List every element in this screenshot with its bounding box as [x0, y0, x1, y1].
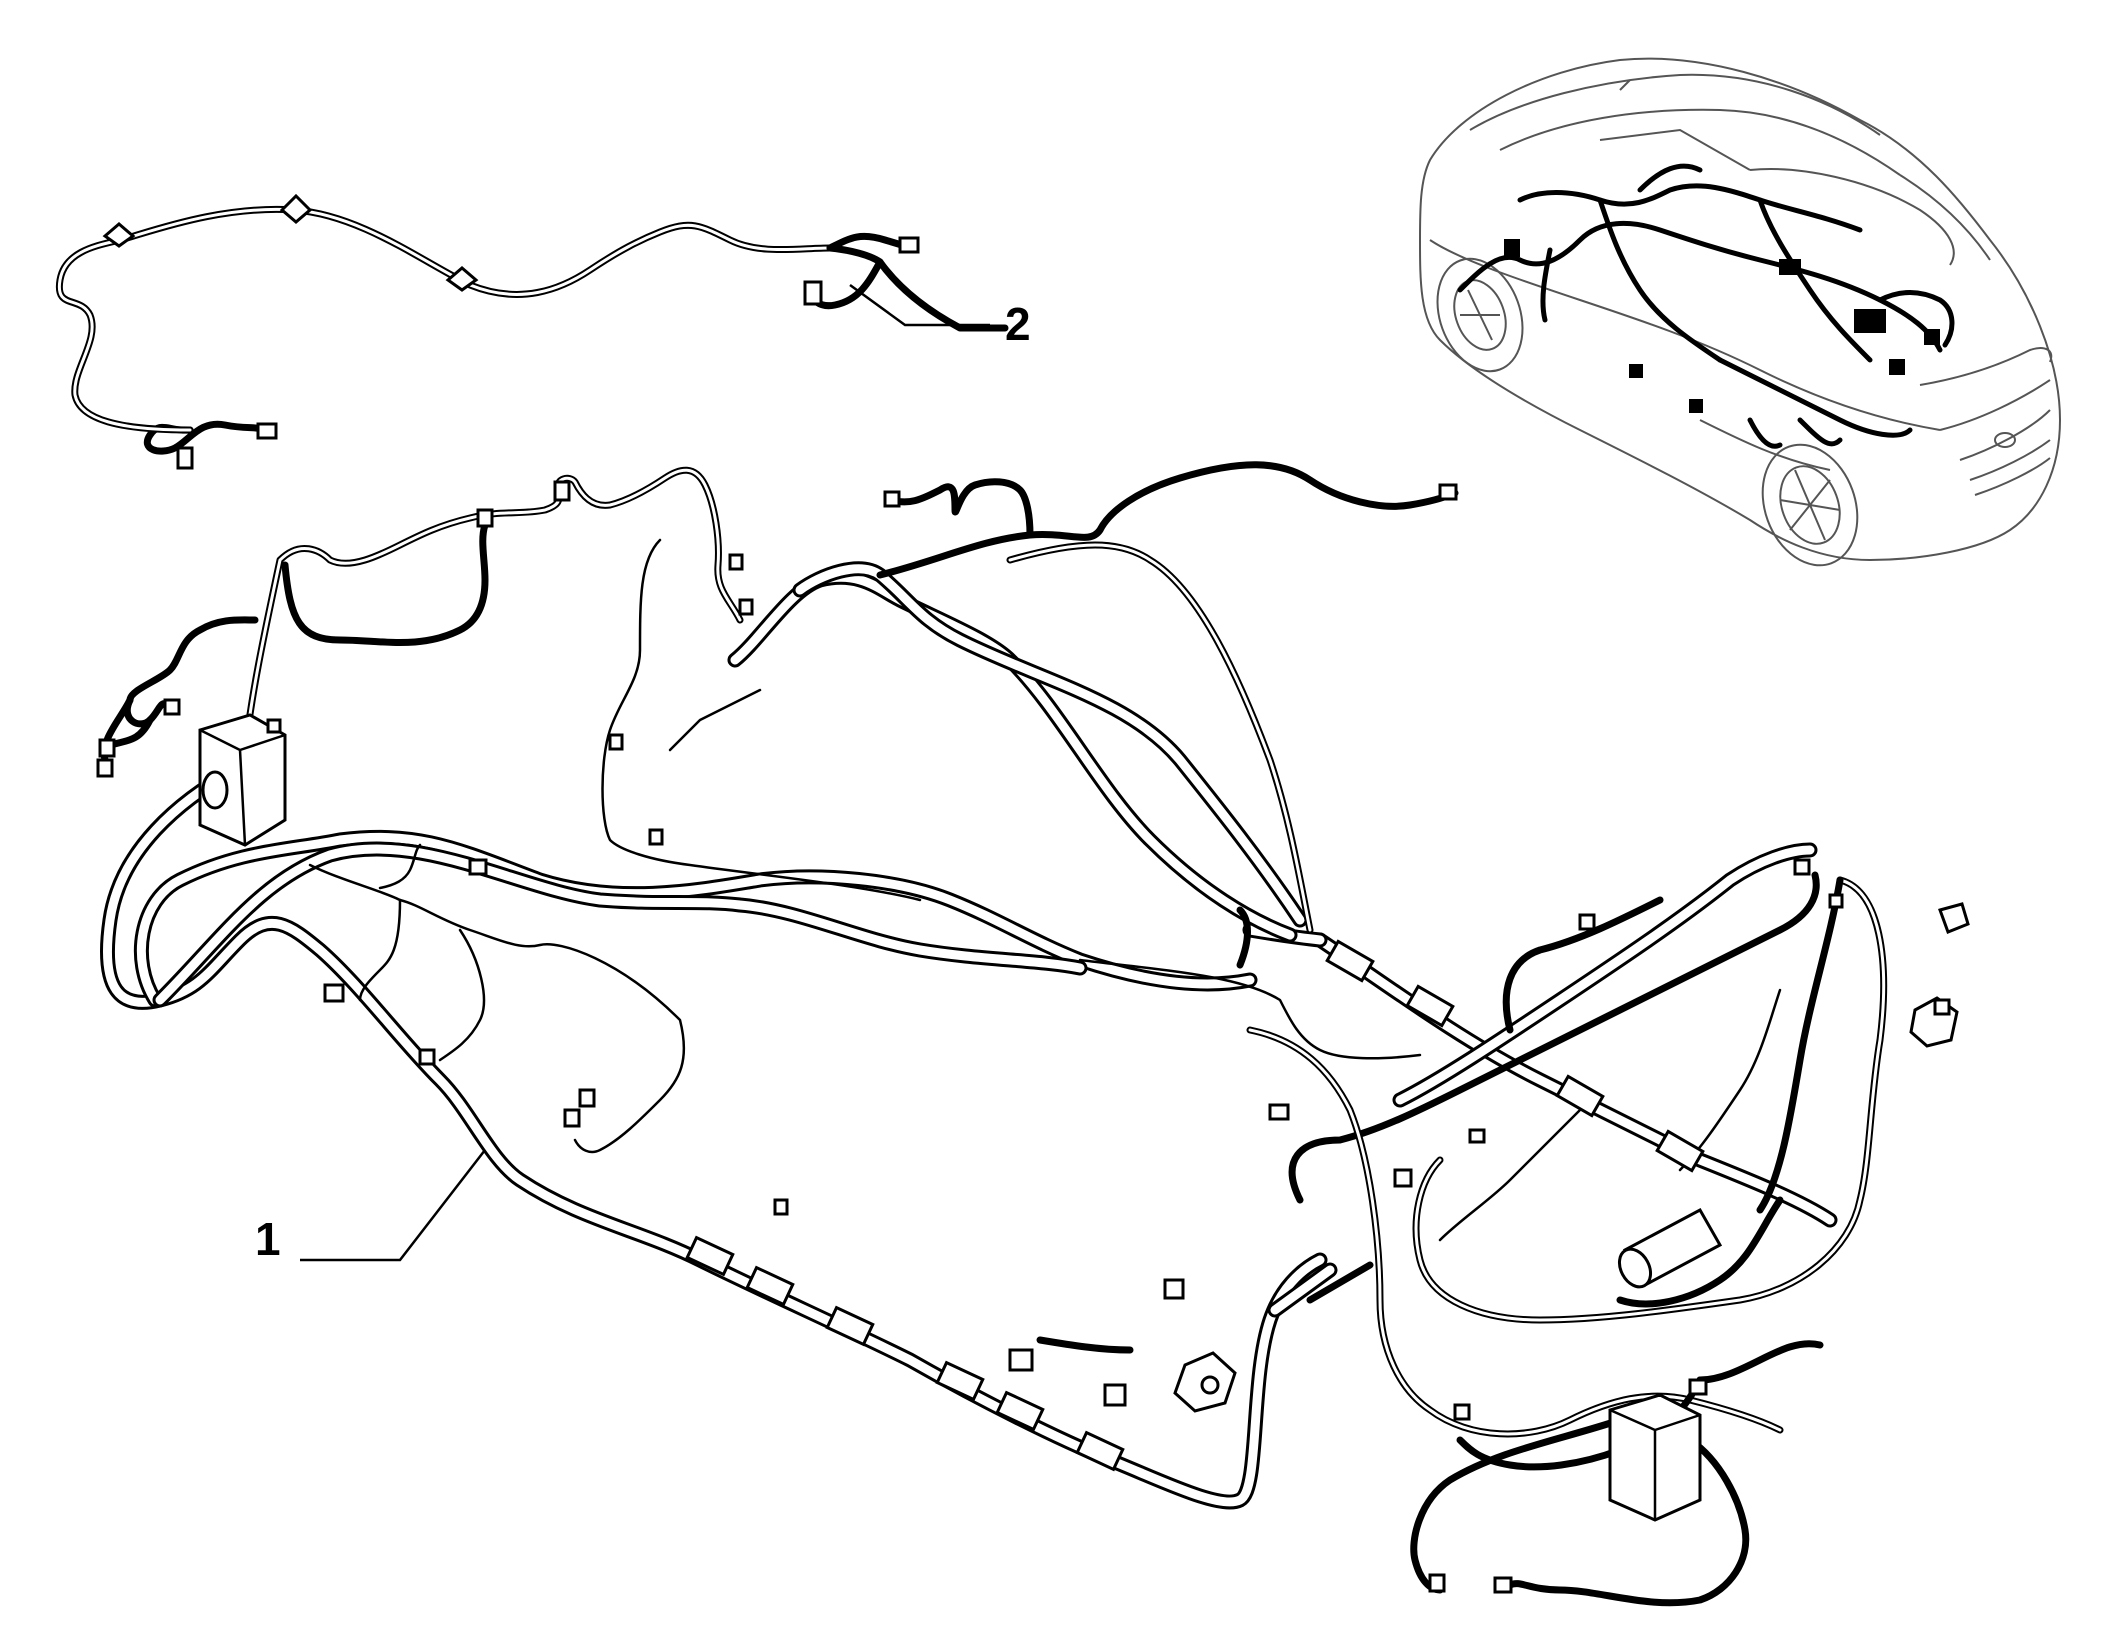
callout-part-1: 1 — [255, 1149, 486, 1265]
tape-section — [685, 939, 1705, 1472]
cylinder-component — [1617, 1207, 1723, 1289]
clip-icon — [102, 193, 479, 292]
connector-icon — [176, 236, 920, 470]
callout-part-2: 2 — [849, 283, 1031, 350]
grommet-icon — [1173, 902, 1970, 1413]
vehicle-overview-illustration — [1419, 57, 2062, 567]
junction-box — [1608, 1393, 1702, 1522]
harness-part-1 — [96, 461, 1970, 1607]
callout-label-2: 2 — [1005, 298, 1031, 350]
callout-label-1: 1 — [255, 1213, 281, 1265]
harness-part-2 — [55, 193, 1009, 470]
junction-box — [198, 713, 287, 847]
wheel-icon — [1436, 257, 1859, 567]
connector-icon — [96, 480, 1951, 1594]
